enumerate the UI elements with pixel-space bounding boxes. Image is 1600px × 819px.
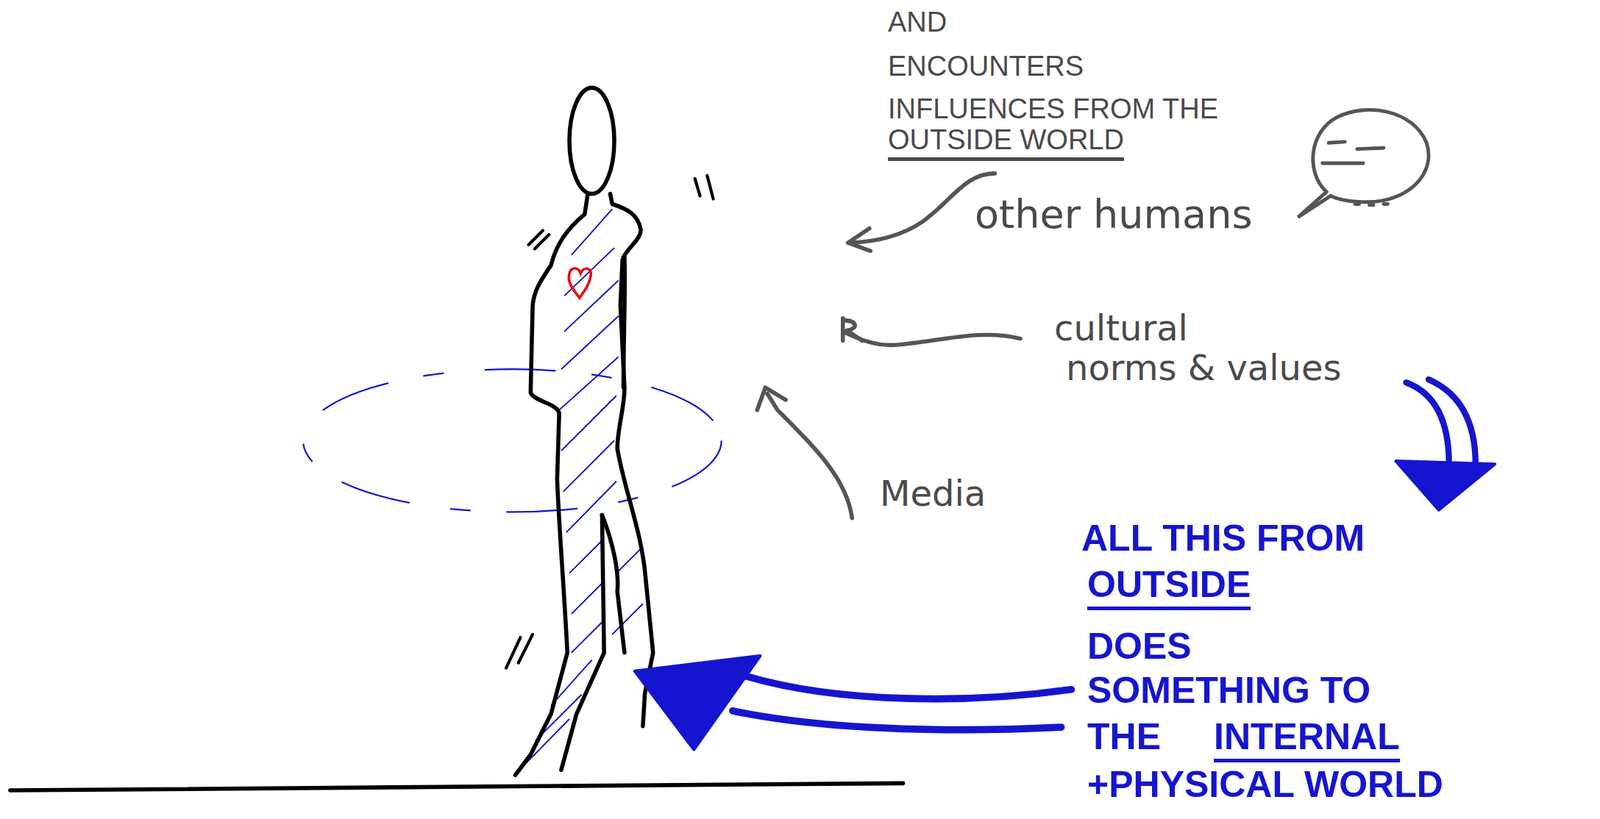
blue-caps-note: OUTSIDE: [1087, 564, 1251, 611]
handwritten-note: cultural: [1054, 308, 1189, 348]
orbit-ellipse: [303, 369, 722, 512]
handwritten-note: other humans: [974, 192, 1253, 237]
blue-caps-note: DOES: [1087, 626, 1192, 668]
heart-symbol: [568, 268, 591, 298]
blue-caps-note: ALL THIS FROM: [1081, 518, 1365, 560]
motion-marks: [506, 175, 714, 669]
caps-note: AND: [887, 7, 947, 39]
caps-note: INFLUENCES FROM THE: [887, 94, 1219, 126]
blue-caps-note: SOMETHING TO: [1087, 670, 1371, 712]
leader-arrow: [848, 173, 996, 251]
speech-bubble: [1297, 109, 1429, 218]
caps-note: ENCOUNTERS: [887, 51, 1084, 83]
figure-head: [569, 87, 615, 194]
figure-body: [514, 194, 653, 777]
leader-arrow: [756, 387, 852, 519]
handwritten-note: norms & values: [1065, 348, 1342, 388]
ground-line: [10, 783, 904, 791]
blue-arrow: [634, 656, 1072, 751]
blue-arrow: [1396, 379, 1496, 511]
caps-note: OUTSIDE WORLD: [887, 125, 1125, 162]
blue-caps-note: +PHYSICAL WORLD: [1087, 765, 1444, 806]
handwritten-note: Media: [879, 474, 986, 514]
blue-caps-note: THE: [1087, 717, 1161, 758]
blue-caps-note: INTERNAL: [1213, 717, 1400, 763]
leader-arrow: [843, 318, 1021, 346]
